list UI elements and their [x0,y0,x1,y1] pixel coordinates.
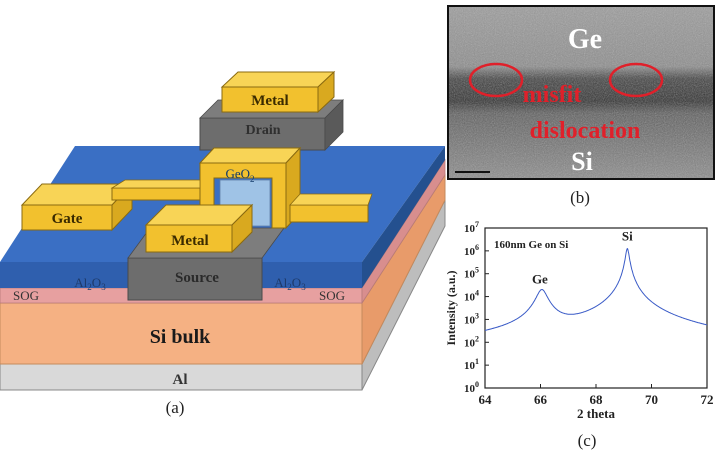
peak-label-ge: Ge [532,272,548,287]
caption-a: (a) [166,398,185,417]
caption-c: (c) [578,431,597,450]
tem-label-ge: Ge [568,24,602,55]
panel-b-tem-image: Ge misfit dislocation Si [448,6,714,179]
tem-label-si: Si [571,147,593,176]
metal-top-top [222,72,334,87]
y-tick-label-4: 104 [464,289,479,304]
label-al: Al [173,372,188,388]
gate-arm-right-top [290,194,372,205]
y-tick-label-2: 102 [464,334,479,349]
peak-label-si: Si [622,229,633,244]
x-tick-label-4: 72 [701,392,714,407]
x-tick-label-2: 68 [590,392,604,407]
xrd-annotation: 160nm Ge on Si [494,239,568,251]
panel-c-xrd-chart: 64 66 68 70 72 100 101 102 103 104 105 106 107 160n… [444,220,714,421]
x-tick-label-1: 66 [534,392,548,407]
label-drain: Drain [246,123,281,138]
y-tick-label-0: 100 [464,380,479,395]
panel-a-device-schematic: Metal Drain GeO2 Gate Metal Source Al2O3… [0,72,445,390]
gate-arm-left [112,188,200,200]
label-metal-bottom: Metal [171,233,208,249]
y-axis-label: Intensity (a.u.) [444,270,458,345]
gate-arch-top [200,148,300,163]
gate-arm-right [290,205,368,222]
y-tick-label-3: 103 [464,311,479,326]
caption-b: (b) [570,188,590,207]
x-tick-label-0: 64 [479,392,493,407]
label-sog-left: SOG [13,288,39,303]
y-tick-label-7: 107 [464,220,479,235]
y-tick-label-1: 101 [464,357,479,372]
label-gate: Gate [52,211,83,227]
label-source: Source [175,270,219,286]
y-tick-label-6: 106 [464,243,479,258]
gate-arm-left-top [112,180,200,188]
label-sog-right: SOG [319,288,345,303]
tem-label-misfit: misfit [523,82,582,108]
tem-label-dislocation: dislocation [530,118,641,144]
label-metal-top: Metal [251,93,288,109]
x-axis-label: 2 theta [577,406,615,421]
plot-frame [485,228,707,388]
x-tick-label-3: 70 [645,392,658,407]
y-tick-label-5: 105 [464,266,479,281]
label-si-bulk: Si bulk [150,326,211,348]
